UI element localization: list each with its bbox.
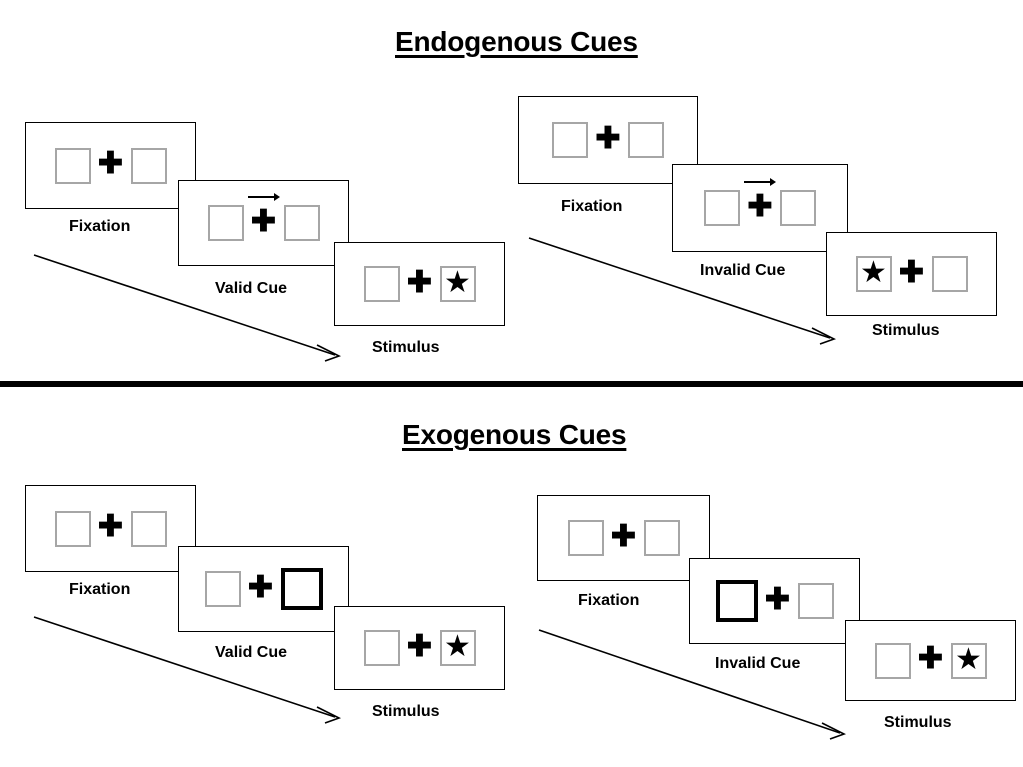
fixation-cross-icon: ✚: [764, 582, 791, 616]
target-box-right: [643, 520, 680, 556]
caption-exogenous-invalid-cue: Invalid Cue: [715, 655, 801, 672]
target-box-left: [54, 147, 91, 184]
target-box-left: [874, 642, 911, 679]
caption-exogenous-invalid-stimulus: Stimulus: [884, 714, 952, 731]
frame-endogenous-invalid-cue: ✚: [672, 164, 848, 252]
time-flow-arrow-exogenous-valid: [33, 616, 342, 724]
frame-exogenous-valid-fixation: ✚: [25, 485, 196, 572]
star-icon: ★: [955, 642, 982, 676]
frame-content: ✚: [207, 192, 320, 241]
frame-content: ✚: [704, 177, 816, 226]
frame-content: ✚: [567, 519, 680, 556]
target-box-right: [130, 147, 167, 184]
target-box-left-highlighted: [715, 580, 758, 622]
frame-exogenous-invalid-cue: ✚: [689, 558, 860, 644]
frame-content: ✚ ★: [363, 629, 476, 666]
caption-exogenous-valid-fixation: Fixation: [69, 581, 131, 598]
frame-endogenous-invalid-stimulus: ★ ✚: [826, 232, 997, 316]
arrow-right-cue-icon: [247, 192, 280, 201]
fixation-cross-icon: ✚: [740, 177, 780, 222]
caption-exogenous-valid-stimulus: Stimulus: [372, 703, 440, 720]
frame-content: ★ ✚: [855, 255, 968, 292]
caption-endogenous-valid-stimulus: Stimulus: [372, 339, 440, 356]
target-box-left: [704, 190, 740, 226]
target-box-right: [780, 190, 816, 226]
fixation-cross-icon: ✚: [406, 265, 433, 299]
section-title-endogenous: Endogenous Cues: [395, 26, 638, 57]
caption-exogenous-invalid-fixation: Fixation: [578, 592, 640, 609]
time-flow-arrow-endogenous-valid: [33, 254, 342, 362]
fixation-cross-icon: ✚: [917, 642, 944, 675]
fixation-cross-icon: ✚: [898, 255, 925, 289]
target-box-right: [130, 510, 167, 547]
arrow-right-cue-icon: [744, 177, 776, 186]
target-box-right: ★: [439, 266, 476, 302]
fixation-cross-icon: ✚: [406, 629, 433, 663]
star-icon: ★: [860, 256, 887, 289]
fixation-cross-icon: ✚: [595, 121, 621, 155]
frame-content: ✚ ★: [874, 642, 987, 679]
caption-endogenous-valid-cue: Valid Cue: [215, 280, 288, 297]
frame-endogenous-valid-fixation: ✚: [25, 122, 196, 209]
frame-content: ✚: [54, 510, 167, 547]
target-box-right: [931, 256, 968, 292]
target-box-right: ★: [439, 630, 476, 666]
frame-content: ✚ ★: [363, 265, 476, 302]
target-box-left: [567, 520, 604, 556]
caption-endogenous-invalid-fixation: Fixation: [561, 198, 623, 215]
caption-exogenous-valid-cue: Valid Cue: [215, 644, 288, 661]
fixation-cross-icon: ✚: [610, 519, 637, 553]
target-box-left: [363, 266, 400, 302]
fixation-cross-icon: ✚: [244, 192, 284, 237]
target-box-right: [283, 205, 320, 241]
frame-exogenous-invalid-stimulus: ✚ ★: [845, 620, 1016, 701]
caption-endogenous-invalid-cue: Invalid Cue: [700, 262, 786, 279]
target-box-left: [363, 630, 400, 666]
frame-content: ✚: [54, 147, 167, 184]
frame-endogenous-valid-stimulus: ✚ ★: [334, 242, 505, 326]
frame-exogenous-invalid-fixation: ✚: [537, 495, 710, 581]
target-box-left: [54, 510, 91, 547]
frame-content: ✚: [715, 580, 834, 622]
frame-content: ✚: [552, 122, 664, 158]
fixation-cross-icon: ✚: [247, 570, 274, 604]
frame-content: ✚: [204, 568, 323, 610]
star-icon: ★: [444, 630, 471, 663]
fixation-cross-icon: ✚: [97, 147, 124, 180]
star-icon: ★: [444, 266, 471, 299]
target-box-right: [628, 122, 664, 158]
target-box-left: [552, 122, 588, 158]
time-flow-arrow-exogenous-invalid: [538, 629, 847, 740]
caption-endogenous-valid-fixation: Fixation: [69, 218, 131, 235]
target-box-left: [204, 571, 241, 607]
target-box-right-highlighted: [280, 568, 323, 610]
caption-endogenous-invalid-stimulus: Stimulus: [872, 322, 940, 339]
target-box-left: ★: [855, 256, 892, 292]
target-box-right: ★: [950, 642, 987, 679]
section-divider: [0, 381, 1023, 387]
frame-endogenous-invalid-fixation: ✚: [518, 96, 698, 184]
frame-exogenous-valid-stimulus: ✚ ★: [334, 606, 505, 690]
target-box-right: [797, 583, 834, 619]
fixation-cross-icon: ✚: [97, 510, 124, 543]
section-title-exogenous: Exogenous Cues: [402, 419, 627, 450]
time-flow-arrow-endogenous-invalid: [528, 237, 837, 345]
frame-endogenous-valid-cue: ✚: [178, 180, 349, 266]
frame-exogenous-valid-cue: ✚: [178, 546, 349, 632]
target-box-left: [207, 205, 244, 241]
